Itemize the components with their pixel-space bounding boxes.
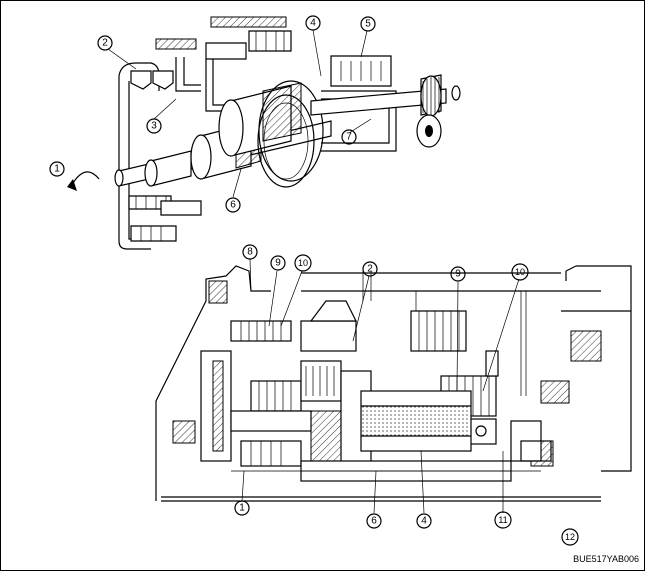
callout-section-1: 1	[234, 500, 250, 516]
callout-text: 3	[151, 121, 157, 132]
callout-top-4: 4	[305, 15, 321, 31]
callout-text: 1	[54, 164, 60, 175]
callout-section-12: 12	[561, 528, 579, 546]
callout-text: 11	[498, 515, 507, 525]
callout-section-10a: 10	[294, 254, 312, 272]
figure-code: BUE517YAB006	[573, 554, 639, 564]
callout-text: 10	[298, 258, 308, 268]
section-leaders	[241, 258, 520, 514]
cross-section	[155, 265, 632, 502]
callout-top-5: 5	[360, 16, 376, 32]
callout-text: 2	[367, 264, 373, 275]
callout-top-3: 3	[146, 118, 162, 134]
callout-top-2: 2	[97, 35, 113, 51]
callout-section-6: 6	[366, 513, 382, 529]
callout-text: 10	[515, 267, 525, 277]
callout-text: 4	[310, 18, 316, 29]
callout-top-1: 1	[49, 161, 65, 177]
callout-text: 6	[371, 516, 377, 527]
callout-text: 2	[102, 38, 108, 49]
callout-section-9b: 9	[450, 266, 466, 282]
callout-section-11: 11	[494, 511, 512, 529]
callout-section-10b: 10	[511, 263, 529, 281]
callout-section-9a: 9	[270, 255, 286, 271]
callout-text: 6	[230, 200, 236, 211]
callout-section-8: 8	[242, 244, 258, 260]
top-leaders	[107, 29, 372, 198]
perspective-assembly	[67, 16, 461, 250]
callout-top-7: 7	[341, 129, 357, 145]
callout-text: 1	[239, 503, 245, 514]
callout-text: 12	[565, 532, 575, 542]
callout-text: 9	[455, 269, 461, 280]
callout-text: 8	[247, 247, 253, 258]
callout-section-2: 2	[362, 261, 378, 277]
callout-top-6: 6	[225, 197, 241, 213]
callout-text: 7	[346, 132, 352, 143]
callout-text: 9	[275, 258, 281, 269]
callout-section-4: 4	[416, 513, 432, 529]
callout-text: 5	[365, 19, 371, 30]
callout-text: 4	[421, 516, 427, 527]
